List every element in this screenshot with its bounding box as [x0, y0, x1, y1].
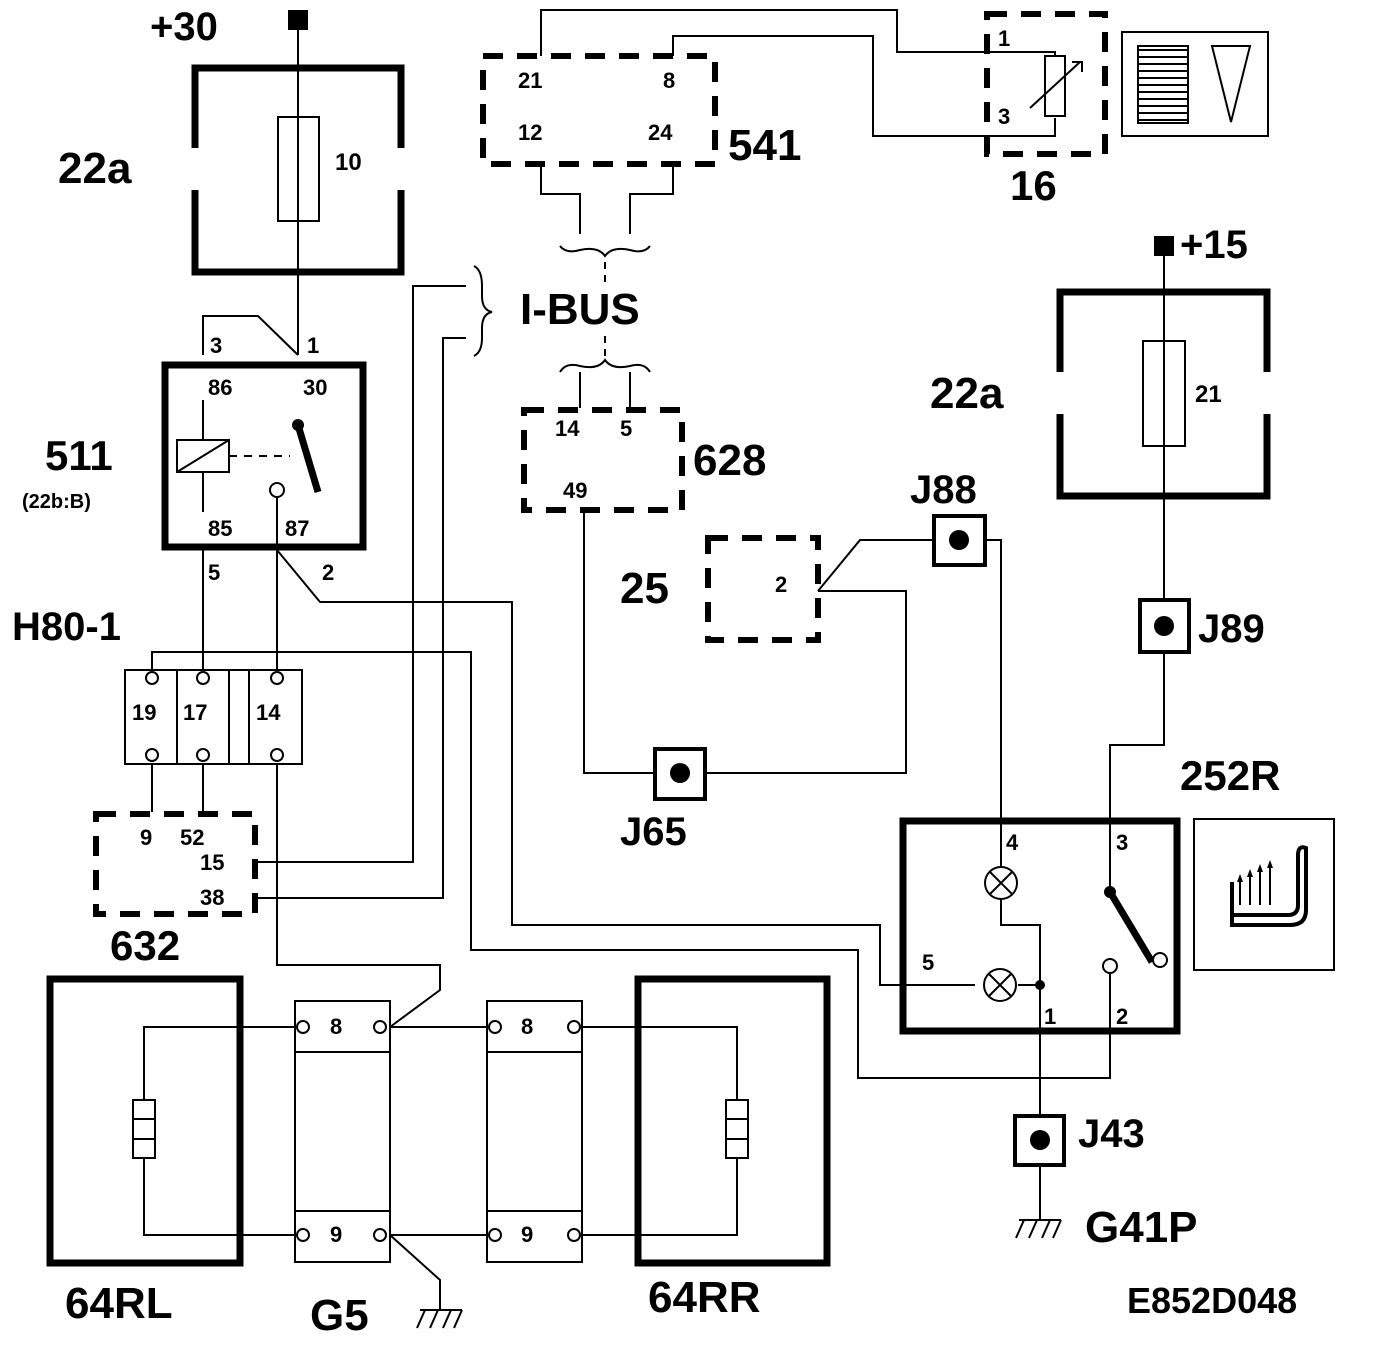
connector-right-pin-9: 9 [521, 1222, 533, 1247]
plus15-label: +15 [1180, 223, 1248, 267]
module-541-label: 541 [728, 121, 801, 170]
junction-j43: J43 [1013, 1112, 1145, 1167]
sensor-16-pin-3: 3 [998, 104, 1010, 129]
h80-pin-17: 17 [183, 700, 207, 725]
relay-sublabel: (22b:B) [22, 491, 91, 513]
switch-pin-5: 5 [922, 950, 934, 975]
plus15-terminal [1154, 236, 1174, 256]
ground-g5-label: G5 [310, 1291, 369, 1340]
module-632-pin-38: 38 [200, 885, 224, 910]
module-541: 21 8 12 24 541 [480, 53, 801, 170]
junction-j89-label: J89 [1198, 607, 1265, 651]
relay-pin-3: 3 [210, 333, 222, 358]
wires [143, 9, 1165, 1310]
connector-left-pin-8: 8 [330, 1014, 342, 1039]
h80-pin-14: 14 [256, 700, 281, 725]
fuse-10-label: 10 [335, 149, 362, 176]
module-541-pin-12: 12 [518, 120, 542, 145]
switch-pin-1: 1 [1044, 1004, 1056, 1029]
relay-pin-30: 30 [303, 375, 327, 400]
ground-g5-icon [416, 1309, 463, 1329]
junction-j88: J88 [910, 468, 987, 567]
fuse-box-right: 21 22a [930, 288, 1271, 500]
temperature-bars-icon [1137, 45, 1189, 124]
connector-h80-label: H80-1 [12, 605, 121, 649]
module-632-pin-9: 9 [140, 825, 152, 850]
heater-right: 64RR [634, 975, 831, 1322]
ibus-label: I-BUS [520, 285, 640, 334]
relay-pin-5: 5 [208, 560, 220, 585]
junction-j43-label: J43 [1078, 1112, 1145, 1156]
heater-left-element-icon [132, 1099, 156, 1159]
module-628-pin-5: 5 [620, 416, 632, 441]
relay-pin-85: 85 [208, 516, 232, 541]
diagram-code: E852D048 [1127, 1280, 1297, 1321]
heater-left: 64RL [46, 975, 244, 1328]
relay-pin-86: 86 [208, 375, 232, 400]
junction-j65-label: J65 [620, 810, 687, 854]
switch-252r: 4 3 5 1 2 252R [899, 752, 1335, 1035]
junction-j89: J89 [1138, 598, 1265, 654]
heater-right-element-icon [725, 1099, 749, 1159]
switch-pin-3: 3 [1116, 830, 1128, 855]
module-632-pin-15: 15 [200, 850, 224, 875]
relay-label: 511 [45, 432, 113, 479]
module-541-pin-21: 21 [518, 68, 542, 93]
sensor-16-label: 16 [1010, 162, 1057, 209]
module-541-pin-24: 24 [648, 120, 673, 145]
plus30-terminal [288, 10, 308, 30]
fuse-box-right-label: 22a [930, 369, 1004, 418]
ground-g41p-label: G41P [1085, 1203, 1198, 1252]
component-25-pin-2: 2 [775, 572, 787, 597]
seat-heater-symbol-icon [1193, 818, 1335, 971]
indicator-lamp-icon [984, 866, 1018, 900]
switch-pin-2: 2 [1116, 1004, 1128, 1029]
junction-j65: J65 [620, 747, 707, 854]
relay-pin-87: 87 [285, 516, 309, 541]
component-25-label: 25 [620, 564, 669, 613]
relay-contact-87 [269, 482, 285, 498]
sensor-16-pin-1: 1 [998, 26, 1010, 51]
connector-left-pin-9: 9 [330, 1222, 342, 1247]
module-628: 14 5 49 628 [521, 407, 766, 513]
module-632-label: 632 [110, 922, 180, 969]
module-632-pin-52: 52 [180, 825, 204, 850]
relay-pin-1: 1 [307, 333, 319, 358]
connector-left: 8 9 [294, 1000, 391, 1263]
connector-h80: H80-1 19 17 14 [12, 605, 303, 765]
heater-left-label: 64RL [65, 1279, 173, 1328]
module-628-pin-14: 14 [555, 416, 580, 441]
relay-511: 3 1 86 30 85 87 5 2 511 (22b:B) [22, 333, 367, 585]
indicator-lamp-icon [983, 968, 1017, 1002]
connector-right: 8 9 [486, 1000, 583, 1263]
plus30-label: +30 [150, 5, 218, 49]
module-541-pin-8: 8 [663, 68, 675, 93]
switch-252r-label: 252R [1180, 752, 1280, 799]
sensor-16: 1 3 16 [984, 11, 1269, 209]
module-628-label: 628 [693, 436, 766, 485]
heater-right-label: 64RR [648, 1273, 761, 1322]
junction-j88-label: J88 [910, 468, 977, 512]
temperature-triangle-icon [1210, 45, 1252, 123]
h80-pin-19: 19 [132, 700, 156, 725]
ground-g41p-icon [1015, 1219, 1062, 1239]
component-25: 2 25 [620, 535, 821, 643]
module-628-pin-49: 49 [563, 478, 587, 503]
ibus: I-BUS [473, 245, 651, 373]
fuse-box-top-label: 22a [58, 144, 132, 193]
switch-pin-4: 4 [1006, 830, 1019, 855]
relay-pin-2: 2 [322, 560, 334, 585]
connector-right-pin-8: 8 [521, 1014, 533, 1039]
fuse-box-top: 10 22a [58, 64, 405, 276]
fuse-21-label: 21 [1195, 381, 1222, 408]
module-632: 9 52 15 38 632 [93, 811, 258, 969]
seat-heater-icon [1230, 845, 1308, 927]
